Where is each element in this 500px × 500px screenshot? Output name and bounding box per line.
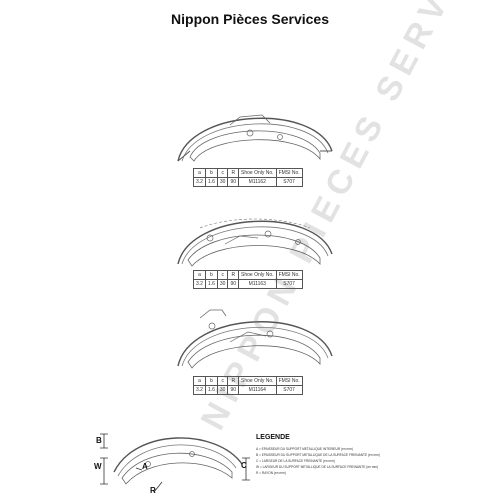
spec-header: FMSI No. bbox=[275, 376, 303, 386]
spec-value: 1.6 bbox=[204, 177, 218, 187]
brake-shoe-drawing-1 bbox=[177, 114, 333, 162]
legend-line: W = LARGEUR DU SUPPORT METALLIQUE DE LA … bbox=[256, 465, 379, 469]
legend-line: A = EPAISSEUR DU SUPPORT METALLIQUE INTE… bbox=[256, 447, 353, 451]
spec-value: 90 bbox=[227, 177, 240, 187]
legend-line: B = EPAISSEUR DU SUPPORT METALLIQUE DE L… bbox=[256, 453, 380, 457]
spec-header: R bbox=[227, 270, 240, 280]
spec-header: b bbox=[204, 376, 218, 386]
dimension-label-a: A bbox=[142, 462, 148, 471]
spec-value: 30 bbox=[216, 385, 229, 395]
spec-header: FMSI No. bbox=[275, 270, 303, 280]
spec-value: 90 bbox=[227, 279, 240, 289]
spec-header: b bbox=[204, 270, 218, 280]
spec-value: M11164 bbox=[238, 385, 277, 395]
spec-header: a bbox=[193, 168, 206, 178]
dimension-reference-drawing bbox=[100, 433, 250, 493]
spec-header: Shoe Only No. bbox=[238, 168, 277, 178]
spec-header: Shoe Only No. bbox=[238, 376, 277, 386]
spec-value: 30 bbox=[216, 279, 229, 289]
spec-header: a bbox=[193, 270, 206, 280]
spec-header: c bbox=[216, 168, 229, 178]
spec-table-3: a b c R Shoe Only No. FMSI No. 3.2 1.6 3… bbox=[193, 376, 303, 395]
legend-line: C = LARGEUR DE LA SURFACE FREINANTE (en … bbox=[256, 459, 335, 463]
spec-value: 1.6 bbox=[204, 279, 218, 289]
spec-header: b bbox=[204, 168, 218, 178]
spec-header: c bbox=[216, 376, 229, 386]
spec-value: S707 bbox=[275, 279, 303, 289]
legend-title: LEGENDE bbox=[256, 434, 290, 441]
spec-value: M11162 bbox=[238, 177, 277, 187]
spec-value: 1.6 bbox=[204, 385, 218, 395]
brake-shoe-drawing-2 bbox=[177, 218, 333, 267]
spec-table-1: a b c R Shoe Only No. FMSI No. 3.2 1.6 3… bbox=[193, 168, 303, 187]
spec-header: a bbox=[193, 376, 206, 386]
spec-value: 90 bbox=[227, 385, 240, 395]
page-title: Nippon Pièces Services bbox=[171, 11, 329, 27]
spec-header: R bbox=[227, 376, 240, 386]
spec-header: FMSI No. bbox=[275, 168, 303, 178]
dimension-label-r: R bbox=[150, 486, 156, 495]
spec-value: 3.2 bbox=[193, 177, 206, 187]
spec-header: R bbox=[227, 168, 240, 178]
spec-value: M11163 bbox=[238, 279, 277, 289]
dimension-label-b: B bbox=[96, 436, 102, 445]
brake-shoe-drawing-3 bbox=[177, 309, 333, 369]
spec-value: S707 bbox=[275, 177, 303, 187]
spec-table-2: a b c R Shoe Only No. FMSI No. 3.2 1.6 3… bbox=[193, 270, 303, 289]
legend-line: R = RAYON (en mm) bbox=[256, 471, 286, 475]
spec-value: S707 bbox=[275, 385, 303, 395]
spec-value: 30 bbox=[216, 177, 229, 187]
spec-header: Shoe Only No. bbox=[238, 270, 277, 280]
dimension-label-w: W bbox=[94, 462, 102, 471]
spec-header: c bbox=[216, 270, 229, 280]
spec-value: 3.2 bbox=[193, 385, 206, 395]
spec-value: 3.2 bbox=[193, 279, 206, 289]
dimension-label-c: C bbox=[241, 461, 247, 470]
